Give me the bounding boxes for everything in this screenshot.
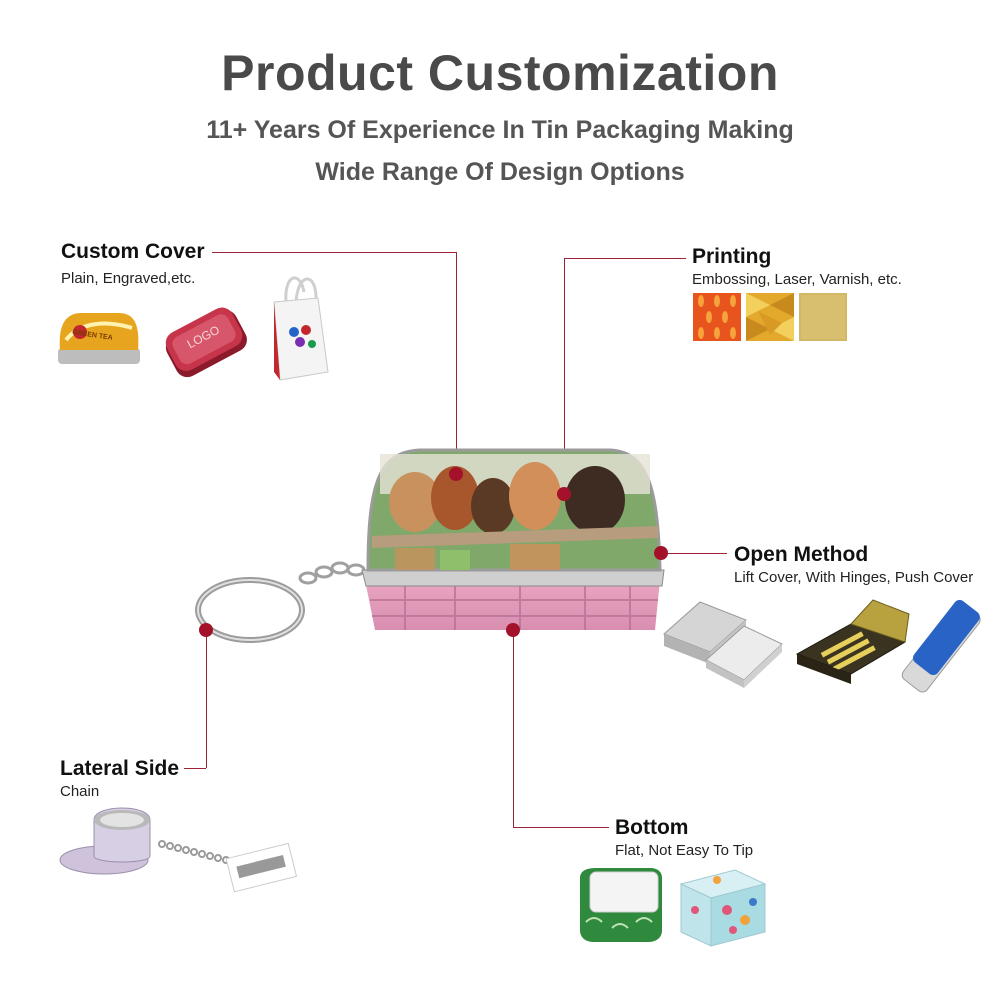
varnish-pattern-swatch xyxy=(799,293,847,341)
lateral-side-dot xyxy=(199,623,213,637)
printing-dot xyxy=(557,487,571,501)
bottom-dot xyxy=(506,623,520,637)
page-title: Product Customization xyxy=(221,45,779,101)
custom-cover-connector-h xyxy=(212,252,456,253)
bottom-connector-h xyxy=(513,827,609,828)
flat-bottom-patterned-tin-image xyxy=(679,869,767,947)
custom-cover-description: Plain, Engraved,etc. xyxy=(61,270,196,287)
printing-connector-h xyxy=(564,258,686,259)
lateral-side-connector-h xyxy=(184,768,206,769)
lift-cover-tin-image xyxy=(663,601,783,688)
lateral-side-description: Chain xyxy=(60,783,100,800)
chain-tin-image xyxy=(59,807,298,893)
custom-cover-heading: Custom Cover xyxy=(61,240,205,263)
gift-bag-tin-image xyxy=(273,276,329,381)
page-subtitle-design-options: Wide Range Of Design Options xyxy=(315,158,685,186)
open-method-dot xyxy=(654,546,668,560)
bottom-description: Flat, Not Easy To Tip xyxy=(615,842,754,859)
custom-cover-dot xyxy=(449,467,463,481)
printing-description: Embossing, Laser, Varnish, etc. xyxy=(692,271,902,288)
lateral-side-heading: Lateral Side xyxy=(60,757,180,780)
red-engraved-tin-image xyxy=(165,307,247,378)
embossing-pattern-swatch xyxy=(693,293,741,341)
open-method-connector xyxy=(661,553,727,554)
custom-cover-connector-v xyxy=(456,252,457,474)
laser-pattern-swatch xyxy=(746,293,794,341)
page-subtitle-experience: 11+ Years Of Experience In Tin Packaging… xyxy=(206,116,794,144)
bottom-heading: Bottom xyxy=(615,816,689,839)
printing-connector-v xyxy=(564,258,565,494)
lateral-side-connector-v xyxy=(206,630,207,768)
bottom-connector-v xyxy=(513,630,514,827)
open-method-heading: Open Method xyxy=(734,543,869,566)
open-method-description: Lift Cover, With Hinges, Push Cover xyxy=(734,569,974,586)
flat-bottom-green-tin-image xyxy=(580,868,662,942)
push-cover-tin-image xyxy=(901,599,981,693)
printing-heading: Printing xyxy=(692,245,772,268)
yellow-printed-tin-image xyxy=(58,313,140,364)
keychain-tin-illustration xyxy=(195,448,665,643)
hinged-tin-image xyxy=(795,599,910,684)
